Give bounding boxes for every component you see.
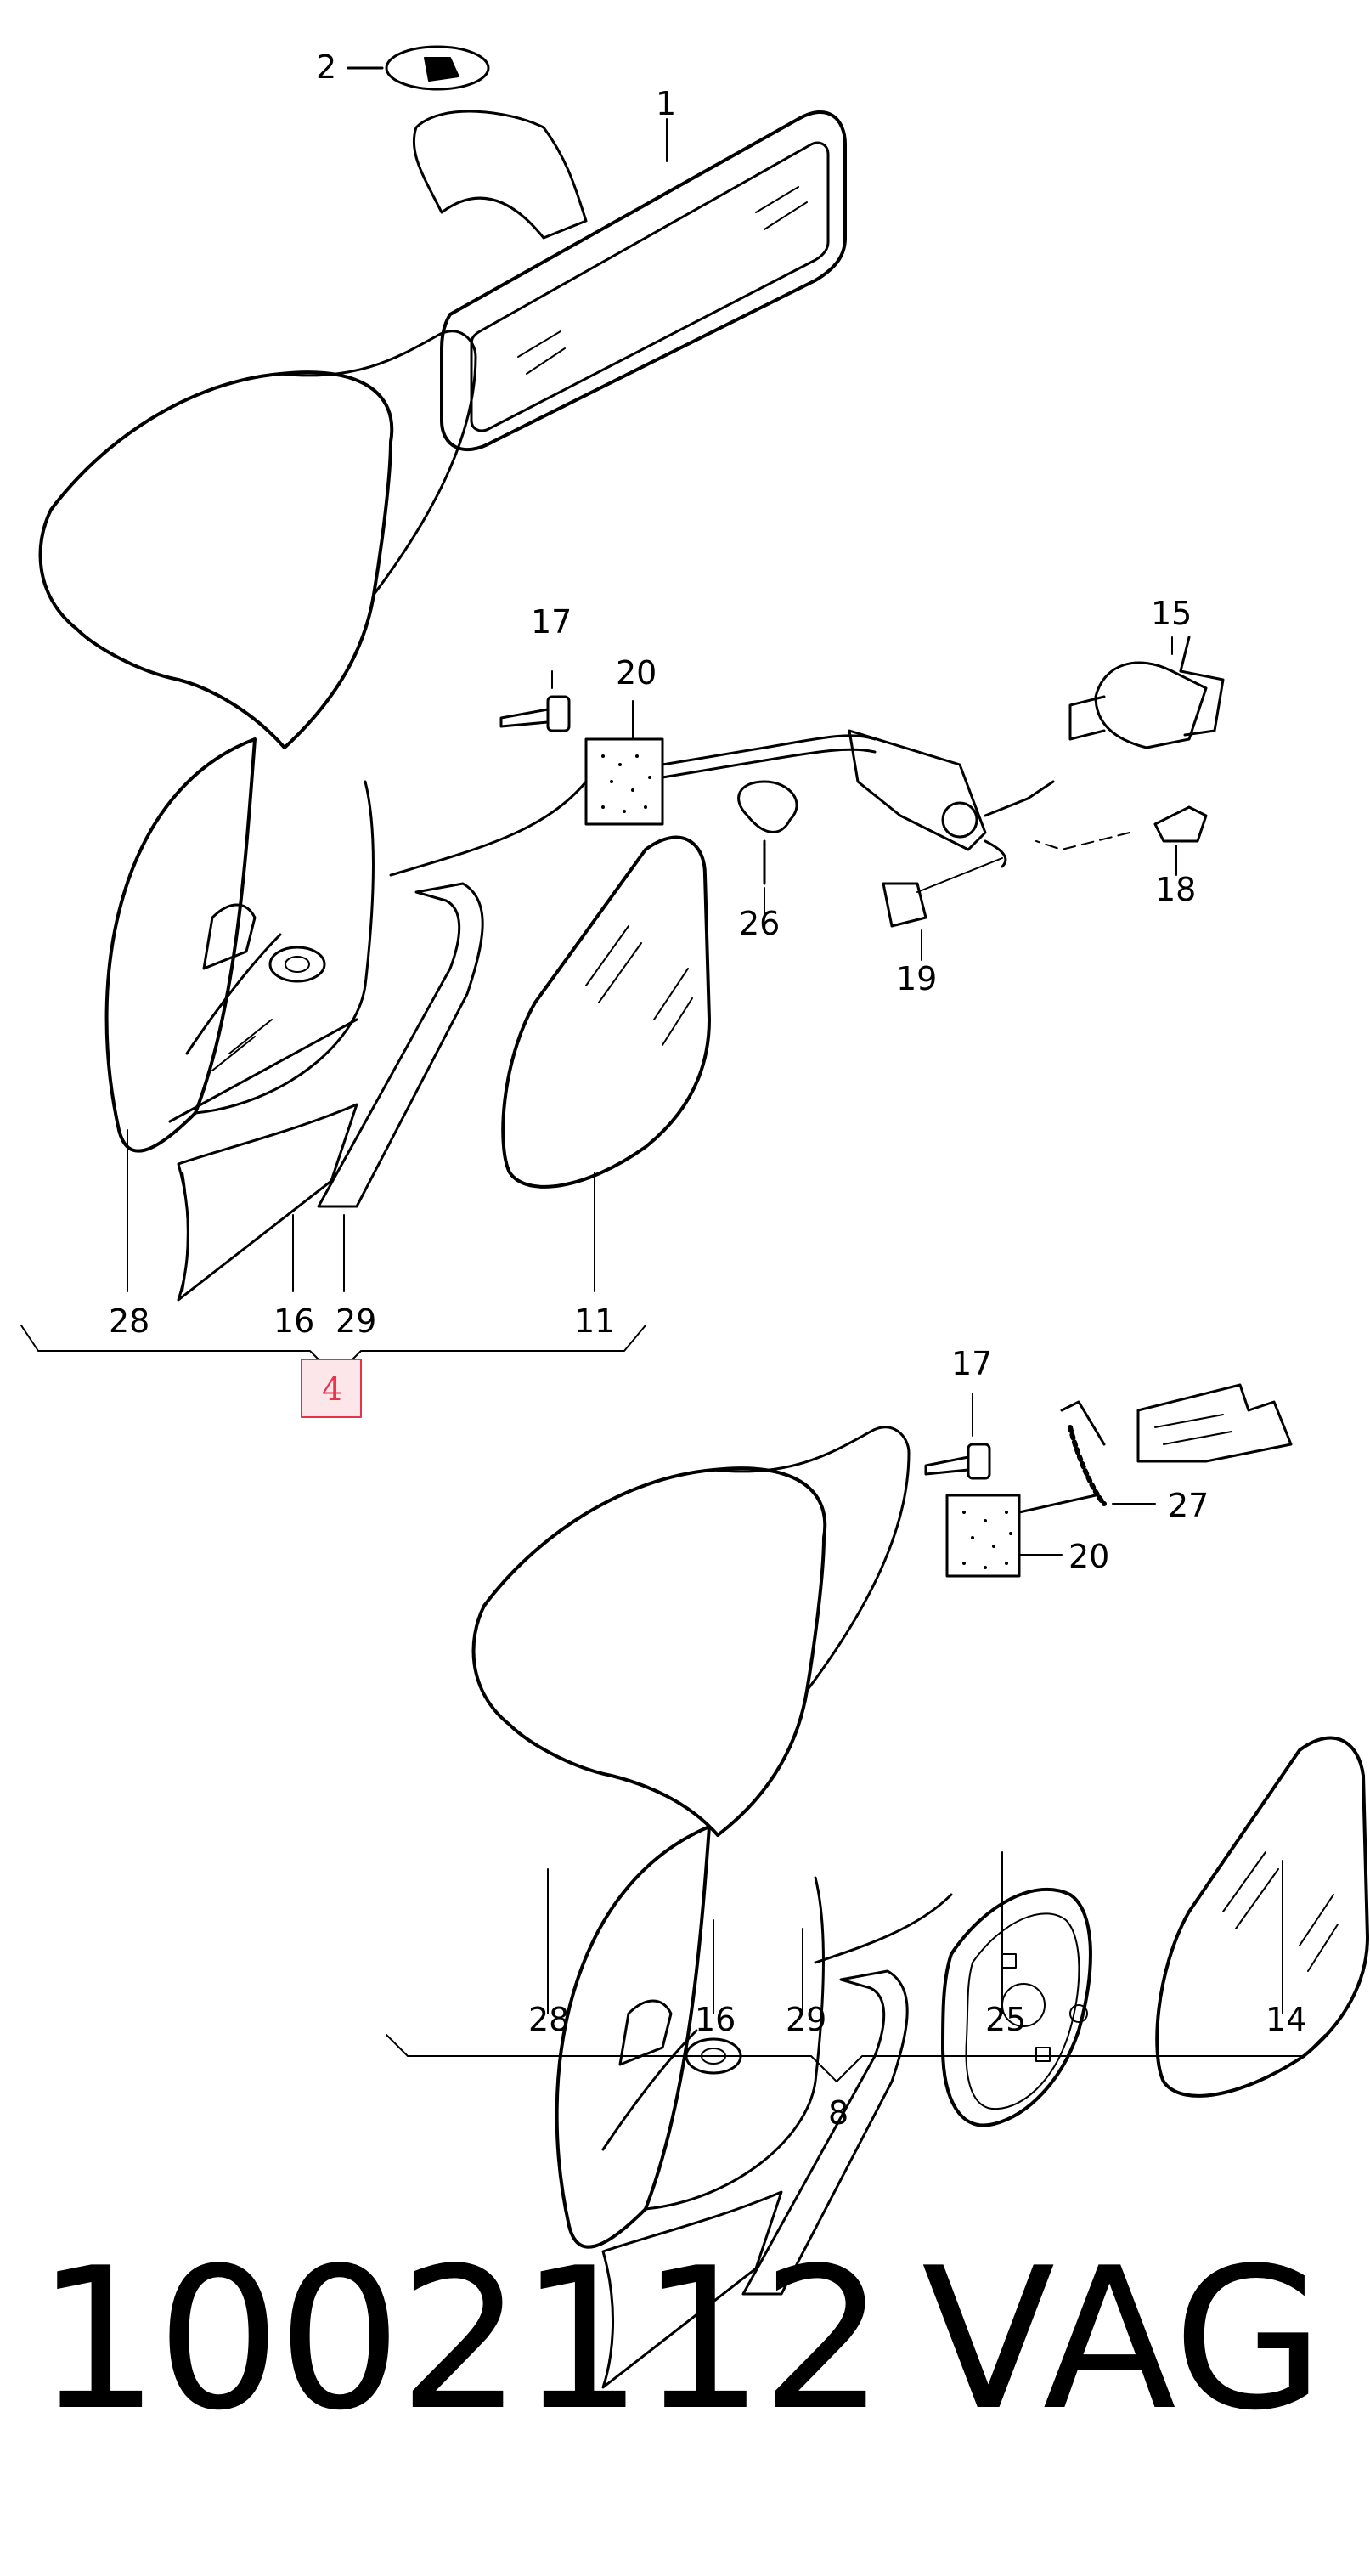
callout-2: 2: [316, 48, 336, 86]
callout-29-upper: 29: [335, 1302, 376, 1340]
callout-15: 15: [1151, 595, 1192, 632]
screw-17-lower: [924, 1443, 991, 1480]
mirror-base-cover-upper: [177, 1103, 358, 1302]
seal-strip-lower: [741, 1969, 909, 2296]
part-number: 1002112: [36, 2227, 885, 2454]
mirror-glass-lower: [1155, 1736, 1369, 2098]
callout-27: 27: [1168, 1487, 1209, 1524]
assembly-4-highlight: [301, 1359, 362, 1418]
dots-20-upper: [601, 754, 651, 813]
label-25: 25: [985, 2001, 1026, 2038]
clip-26: [737, 780, 798, 885]
callout-labels-lower-row: 28 16 29 25 14 8: [528, 2001, 1306, 2132]
callout-28-upper: 28: [109, 1302, 149, 1340]
callout-17-lower: 17: [951, 1345, 992, 1382]
callout-20-lower: 20: [1068, 1538, 1109, 1575]
dots-20-lower: [962, 1511, 1012, 1569]
callout-26: 26: [739, 905, 780, 942]
wiring-harness-lower: [814, 1383, 1293, 1964]
label-14: 14: [1266, 2001, 1306, 2038]
leader-lines-lower: [547, 1393, 1283, 2014]
mirror-housing-upper: [38, 330, 477, 1153]
mirror-housing-lower: [471, 1426, 911, 2249]
mount-cover: [347, 45, 490, 91]
callout-1: 1: [656, 85, 676, 122]
callout-17-upper: 17: [531, 603, 572, 641]
callout-4: 4: [322, 1370, 342, 1408]
callout-11: 11: [574, 1302, 615, 1340]
mirror-glass-upper: [501, 835, 711, 1189]
connector-upper: [1068, 636, 1225, 749]
bracket-8: [386, 2034, 1326, 2082]
callout-8: 8: [828, 2094, 848, 2132]
seal-strip-upper: [317, 882, 484, 1208]
leader-lines-upper: [127, 118, 1177, 1292]
label-28-lower: 28: [528, 2001, 569, 2038]
callout-19: 19: [896, 960, 937, 997]
screw-18: [1035, 805, 1208, 850]
screw-17-upper: [499, 695, 571, 732]
interior-mirror: [412, 110, 847, 452]
callout-16-upper: 16: [273, 1302, 314, 1340]
label-29-lower: 29: [786, 2001, 826, 2038]
brand-label: VAG: [922, 2227, 1325, 2454]
callout-18: 18: [1155, 871, 1196, 908]
wiring-harness-upper: [389, 729, 1055, 877]
callout-20-upper: 20: [616, 654, 657, 692]
clip-19: [882, 857, 1003, 928]
mirror-base-cover-lower: [601, 2190, 783, 2389]
callout-labels: 1 2 15 17 20 26 18 19 28 16 29 11 4 17 2…: [109, 48, 1209, 1575]
label-16-lower: 16: [695, 2001, 736, 2038]
